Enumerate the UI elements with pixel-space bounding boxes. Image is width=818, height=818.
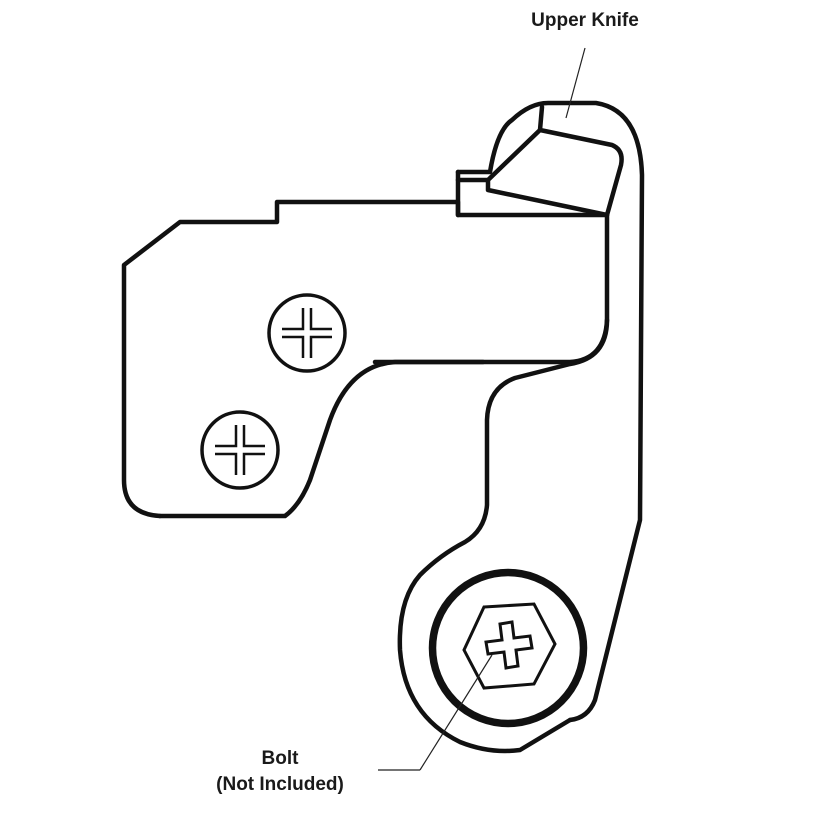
phillips-screw-icon bbox=[200, 410, 280, 490]
bolt-washer-outer bbox=[428, 568, 588, 728]
bolt-label-line1: Bolt bbox=[261, 748, 299, 769]
lower-arm-outline bbox=[397, 317, 610, 754]
bolt-label-line2: (Not Included) bbox=[216, 774, 344, 795]
upper-knife-leader bbox=[565, 47, 586, 119]
bracket-top-edge bbox=[121, 199, 610, 519]
upper-knife-label: Upper Knife bbox=[531, 10, 639, 31]
bracket-outline bbox=[157, 211, 610, 519]
hex-bolt-icon bbox=[431, 571, 585, 725]
bolt-label: Bolt (Not Included) bbox=[200, 746, 360, 798]
phillips-screw-icon bbox=[267, 293, 347, 373]
bolt-leader bbox=[419, 654, 493, 771]
upper-knife-blade bbox=[455, 104, 624, 218]
knife-housing-outline bbox=[455, 100, 645, 723]
